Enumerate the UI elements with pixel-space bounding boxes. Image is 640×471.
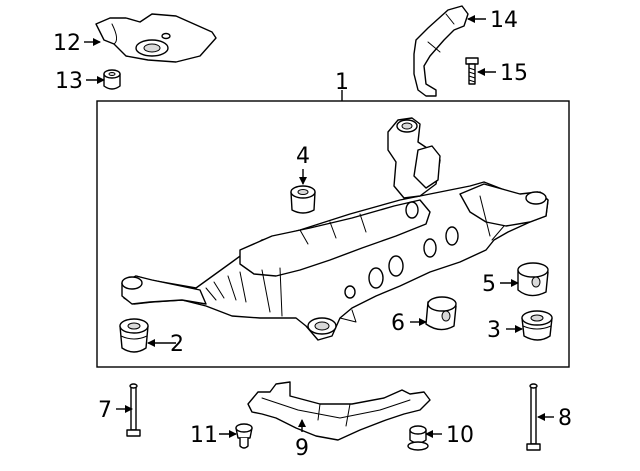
bushing-part-6: [425, 296, 457, 331]
nut-part-10: [407, 425, 429, 451]
callout-13: 13: [55, 69, 83, 94]
callout-4: 4: [296, 144, 310, 169]
callout-5: 5: [482, 272, 496, 297]
bolt-part-15: [465, 57, 479, 85]
bushing-part-3: [521, 310, 553, 341]
callout-3: 3: [487, 318, 501, 343]
subframe-part: [121, 117, 549, 341]
assembly-frame-box: [96, 100, 570, 368]
bolt-part-7: [126, 383, 141, 437]
callout-6: 6: [391, 311, 405, 336]
callout-2: 2: [170, 332, 184, 357]
callout-14: 14: [490, 8, 518, 33]
nut-part-13: [103, 69, 121, 90]
bracket-part-9: [247, 381, 431, 441]
callout-8: 8: [558, 406, 572, 431]
bracket-part-14: [413, 5, 469, 97]
callout-12: 12: [53, 31, 81, 56]
callout-9: 9: [295, 436, 309, 461]
shield-part-12: [95, 13, 217, 63]
leader-lines: [84, 15, 554, 438]
bolt-part-8: [526, 383, 541, 451]
callout-1: 1: [335, 70, 349, 95]
bushing-part-2: [119, 318, 149, 353]
callout-7: 7: [98, 398, 112, 423]
callout-15: 15: [500, 61, 528, 86]
callout-10: 10: [446, 423, 474, 448]
bushing-part-5: [517, 262, 549, 297]
callout-11: 11: [190, 423, 218, 448]
clip-part-11: [235, 423, 253, 449]
bushing-part-4: [290, 185, 316, 214]
